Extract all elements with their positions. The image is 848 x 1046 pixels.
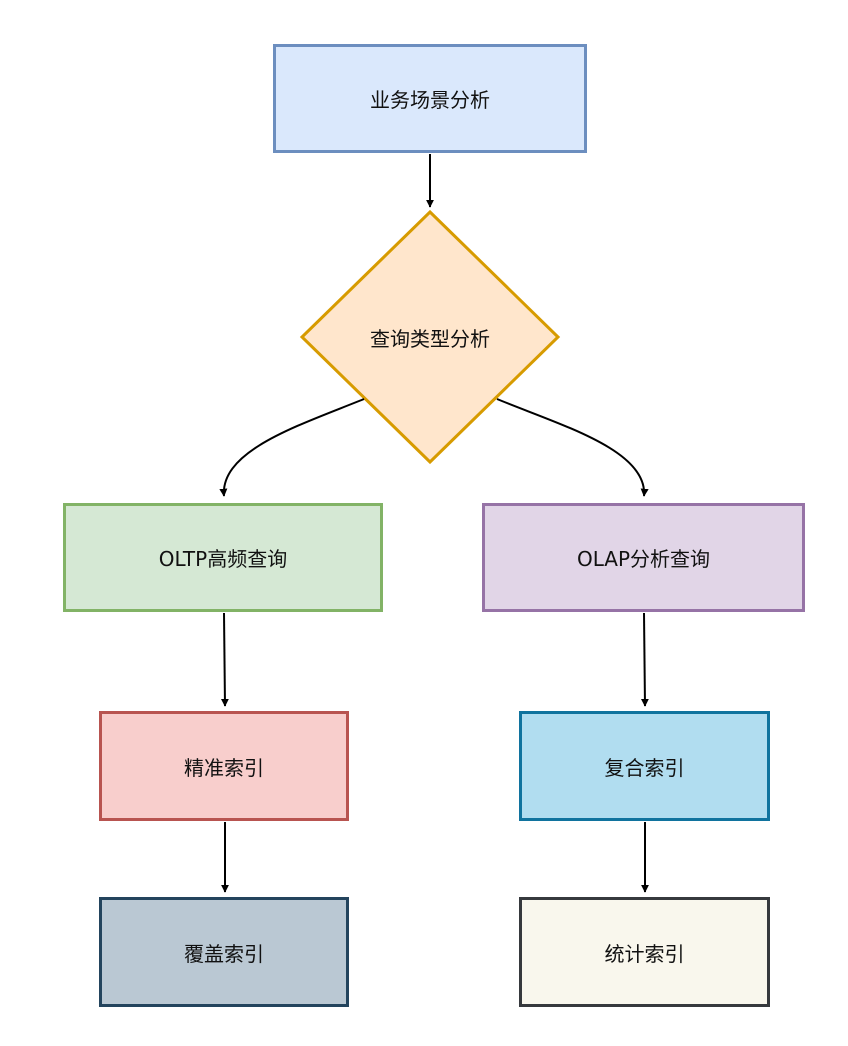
node-composite-index[interactable]: 复合索引 (519, 711, 770, 821)
node-precise-index[interactable]: 精准索引 (99, 711, 349, 821)
node-oltp-label: OLTP高频查询 (158, 547, 288, 571)
node-covering-index[interactable]: 覆盖索引 (99, 897, 349, 1007)
node-business-analysis[interactable]: 业务场景分析 (273, 44, 587, 153)
node-composite-index-label: 复合索引 (604, 755, 685, 780)
decision-diamond[interactable] (299, 209, 561, 465)
node-oltp[interactable]: OLTP高频查询 (63, 503, 383, 612)
edge-oltp-to-precise (220, 612, 229, 707)
node-covering-index-label: 覆盖索引 (184, 941, 264, 966)
node-query-type-analysis-label: 查询类型分析 (370, 326, 490, 351)
node-precise-index-label: 精准索引 (184, 755, 264, 780)
node-business-analysis-label: 业务场景分析 (370, 88, 490, 112)
node-stat-index-label: 统计索引 (604, 941, 685, 966)
node-olap[interactable]: OLAP分析查询 (482, 503, 805, 612)
edge-query-to-olap (496, 398, 649, 497)
node-query-type-analysis[interactable]: 查询类型分析 (302, 212, 558, 462)
node-olap-label: OLAP分析查询 (576, 547, 711, 571)
node-stat-index[interactable]: 统计索引 (519, 897, 770, 1007)
edge-query-to-oltp (219, 398, 365, 497)
edge-olap-to-composite (640, 612, 649, 707)
